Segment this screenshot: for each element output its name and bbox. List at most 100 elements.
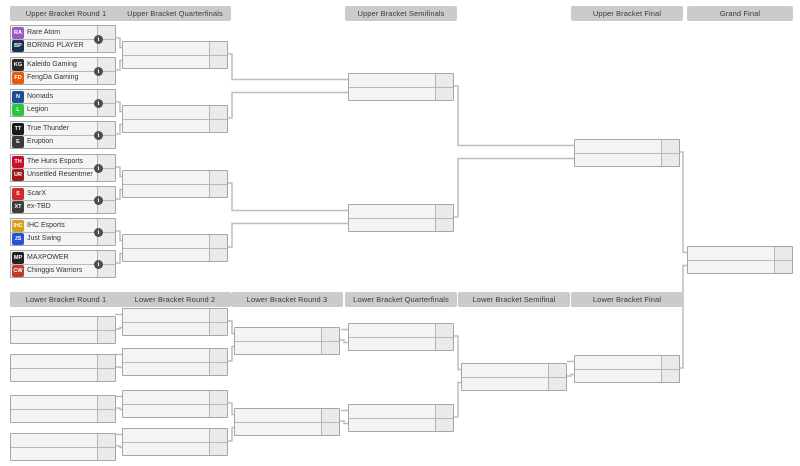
score-cell: [661, 154, 679, 166]
team-name: The Huns Esports: [27, 157, 84, 165]
match-ub-sf-2: [348, 204, 454, 232]
team-name: Legion: [27, 106, 49, 113]
the-huns-esports-logo-icon: TH: [12, 155, 24, 168]
team-row-ex-tbd[interactable]: XT ex-TBD: [11, 200, 115, 213]
info-icon[interactable]: i: [94, 259, 103, 269]
score-cell: [209, 391, 227, 404]
empty-team-slot: [575, 356, 679, 369]
match-ub-r1-2: KG Kaleido Gaming FD FengDa Gaming i: [10, 57, 116, 85]
legion-logo-icon: L: [12, 104, 24, 116]
fengda-gaming-logo-icon: FD: [12, 72, 24, 84]
info-icon[interactable]: i: [94, 98, 103, 108]
team-row-boring-player[interactable]: BP BORING PLAYER: [11, 39, 115, 52]
score-cell: [97, 369, 115, 381]
match-lb-r2-2: [122, 348, 228, 376]
score-cell: [321, 409, 339, 422]
empty-team-slot: [349, 405, 453, 418]
empty-team-slot: [123, 248, 227, 261]
score-cell: [97, 233, 115, 245]
empty-team-slot: [123, 42, 227, 55]
empty-team-slot: [575, 153, 679, 166]
score-cell: [321, 328, 339, 341]
match-ub-r1-7: IHC IHC Esports JS Just Swing i: [10, 218, 116, 246]
team-name: BORING PLAYER: [27, 42, 84, 49]
score-cell: [97, 331, 115, 343]
just-swing-logo-icon: JS: [12, 233, 24, 245]
score-cell: [209, 405, 227, 417]
header-lower-bracket-semifinal: Lower Bracket Semifinal: [458, 292, 570, 307]
score-cell: [97, 448, 115, 460]
empty-team-slot: [123, 391, 227, 404]
empty-team-slot: [123, 55, 227, 68]
empty-team-slot: [575, 369, 679, 382]
team-name: Unsettled Resentment: [27, 171, 93, 178]
match-lb-r3-1: [234, 327, 340, 355]
score-cell: [97, 72, 115, 84]
empty-team-slot: [123, 309, 227, 322]
empty-team-slot: [11, 355, 115, 368]
header-lower-bracket-quarterfinals: Lower Bracket Quarterfinals: [345, 292, 457, 307]
ihc-esports-logo-icon: IHC: [12, 219, 24, 232]
match-lb-sf: [461, 363, 567, 391]
info-icon[interactable]: i: [94, 130, 103, 140]
match-ub-qf-1: [122, 41, 228, 69]
match-lb-r2-1: [122, 308, 228, 336]
empty-team-slot: [123, 349, 227, 362]
team-row-fengda-gaming[interactable]: FD FengDa Gaming: [11, 71, 115, 84]
score-cell: [209, 443, 227, 455]
empty-team-slot: [123, 171, 227, 184]
match-lb-qf-1: [348, 323, 454, 351]
header-upper-bracket-round-1: Upper Bracket Round 1: [10, 6, 122, 21]
empty-team-slot: [235, 341, 339, 354]
score-cell: [209, 42, 227, 55]
match-ub-final: [574, 139, 680, 167]
team-row-legion[interactable]: L Legion: [11, 103, 115, 116]
score-cell: [97, 136, 115, 148]
match-ub-qf-2: [122, 105, 228, 133]
team-name: MAXPOWER: [27, 253, 69, 261]
score-cell: [435, 74, 453, 87]
info-icon[interactable]: i: [94, 227, 103, 237]
score-cell: [97, 265, 115, 277]
true-thunder-logo-icon: TT: [12, 122, 24, 135]
match-ub-qf-4: [122, 234, 228, 262]
score-cell: [209, 106, 227, 119]
maxpower-logo-icon: MP: [12, 251, 24, 264]
team-row-eruption[interactable]: E Eruption: [11, 135, 115, 148]
match-lb-r1-2: [10, 354, 116, 382]
empty-team-slot: [349, 87, 453, 100]
match-ub-r1-8: MP MAXPOWER CW Chinggis Warriors i: [10, 250, 116, 278]
info-icon[interactable]: i: [94, 163, 103, 173]
score-cell: [435, 219, 453, 231]
info-icon[interactable]: i: [94, 66, 103, 76]
team-name: Rare Atom: [27, 28, 61, 36]
match-lb-r2-4: [122, 428, 228, 456]
team-row-unsettled-resentment[interactable]: UR Unsettled Resentment: [11, 168, 115, 181]
match-lb-r3-2: [234, 408, 340, 436]
ex-tbd-logo-icon: XT: [12, 201, 24, 213]
team-row-chinggis-warriors[interactable]: CW Chinggis Warriors: [11, 264, 115, 277]
empty-team-slot: [11, 434, 115, 447]
score-cell: [321, 423, 339, 435]
team-row-scarx[interactable]: S ScarX: [11, 187, 115, 200]
score-cell: [97, 169, 115, 181]
empty-team-slot: [123, 106, 227, 119]
score-cell: [209, 363, 227, 375]
score-cell: [548, 378, 566, 390]
score-cell: [209, 309, 227, 322]
team-row-just-swing[interactable]: JS Just Swing: [11, 232, 115, 245]
info-icon[interactable]: i: [94, 34, 103, 44]
score-cell: [97, 317, 115, 330]
match-grand-final: [687, 246, 793, 274]
score-cell: [321, 342, 339, 354]
info-icon[interactable]: i: [94, 195, 103, 205]
team-name: ScarX: [27, 189, 47, 197]
empty-team-slot: [11, 396, 115, 409]
header-lower-bracket-final: Lower Bracket Final: [571, 292, 683, 307]
score-cell: [435, 205, 453, 218]
header-upper-bracket-quarterfinals: Upper Bracket Quarterfinals: [119, 6, 231, 21]
score-cell: [435, 405, 453, 418]
rare-atom-logo-icon: RA: [12, 26, 24, 39]
